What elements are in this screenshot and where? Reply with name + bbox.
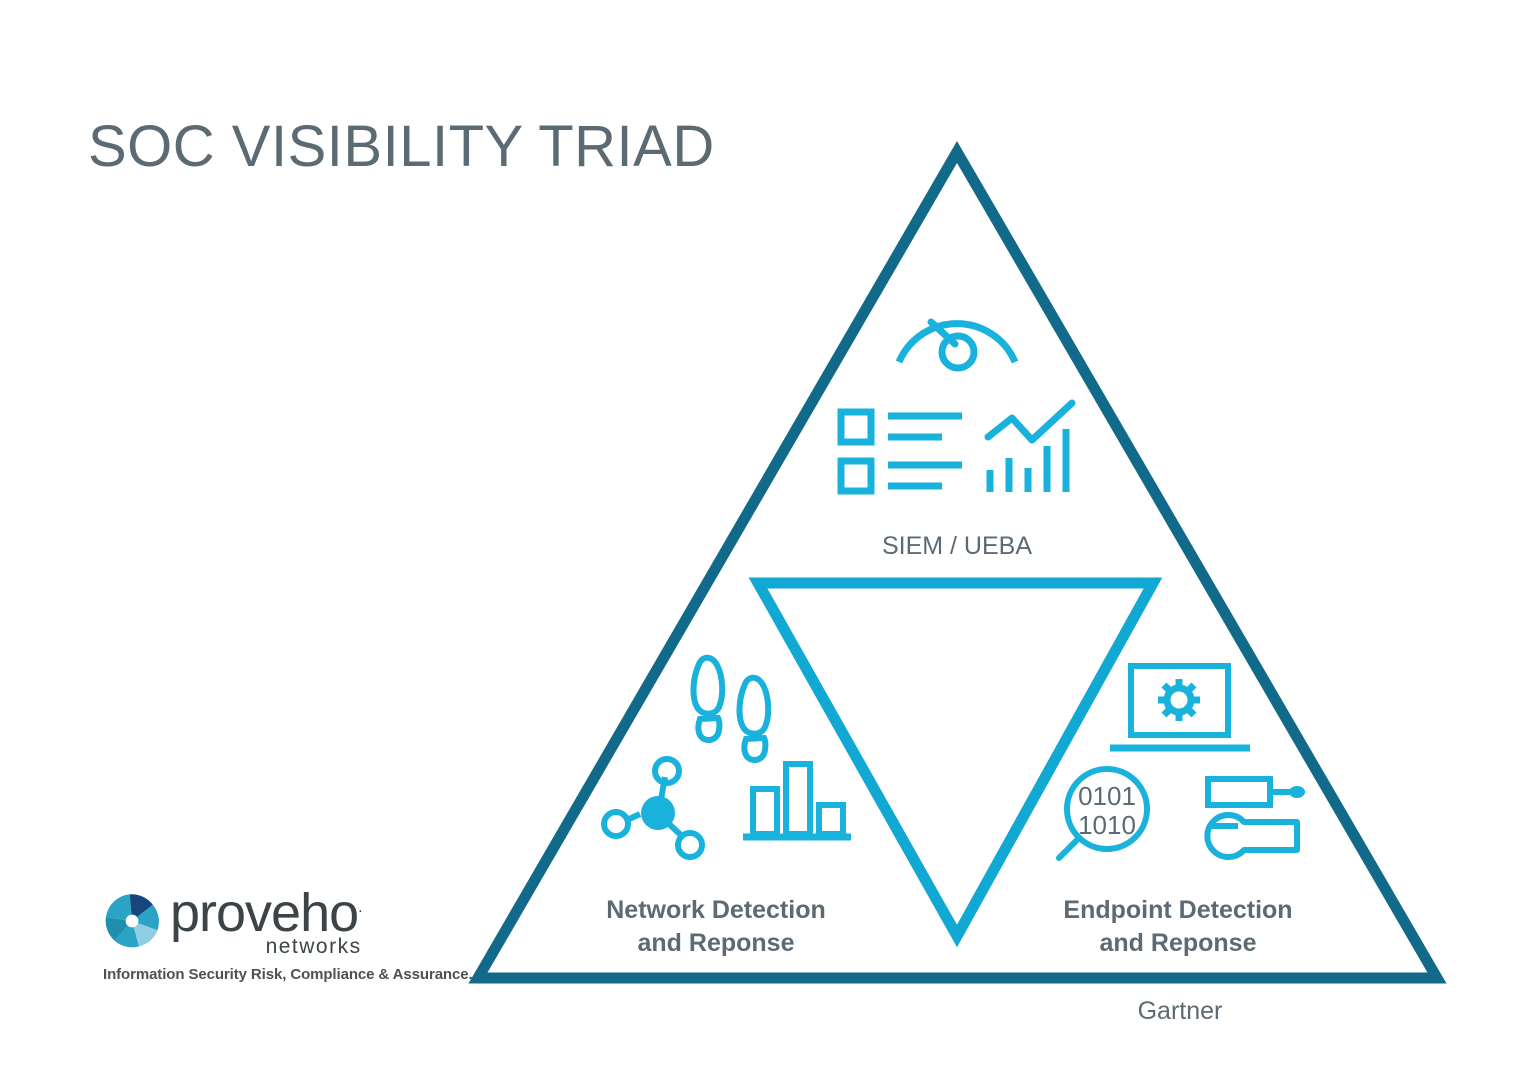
label-siem-ueba: SIEM / UEBA: [881, 532, 1033, 560]
gauge-icon: [895, 318, 1019, 372]
footprints-icon: [690, 654, 772, 763]
label-network-detection: Network Detection and Reponse: [606, 896, 826, 957]
tools-icon: [1204, 776, 1305, 860]
logo-wordmark: proveho.: [170, 886, 363, 940]
inner-inverted-triangle: [748, 577, 1163, 948]
binary-line-2: 1010: [1078, 810, 1136, 840]
magnifier-binary-icon: 0101 1010: [1056, 766, 1150, 861]
proveho-logo: proveho. networks Information Security R…: [103, 886, 473, 984]
bar-chart-trend-icon: [984, 399, 1076, 492]
gear-icon: [1158, 679, 1200, 721]
logo-subtitle: networks: [265, 935, 362, 959]
logo-trademark: .: [358, 899, 363, 916]
edr-icon-group: 0101 1010: [1056, 663, 1305, 861]
label-endpoint-detection: Endpoint Detection and Reponse: [1063, 896, 1293, 957]
aperture-logo-icon: [105, 894, 159, 948]
laptop-gear-icon: [1110, 663, 1250, 752]
bar-chart-icon: [743, 761, 851, 841]
siem-icon-group: [837, 318, 1076, 495]
binary-line-1: 0101: [1078, 781, 1136, 811]
logo-tagline: Information Security Risk, Compliance & …: [103, 966, 473, 984]
attribution-gartner: Gartner: [1137, 997, 1223, 1025]
checklist-icon: [837, 408, 962, 495]
outer-triangle: [468, 141, 1447, 984]
ndr-icon-group: [601, 654, 851, 860]
network-nodes-icon: [601, 756, 705, 860]
logo-wordmark-text: proveho: [170, 883, 359, 943]
page-title: SOC VISIBILITY TRIAD: [88, 114, 715, 179]
